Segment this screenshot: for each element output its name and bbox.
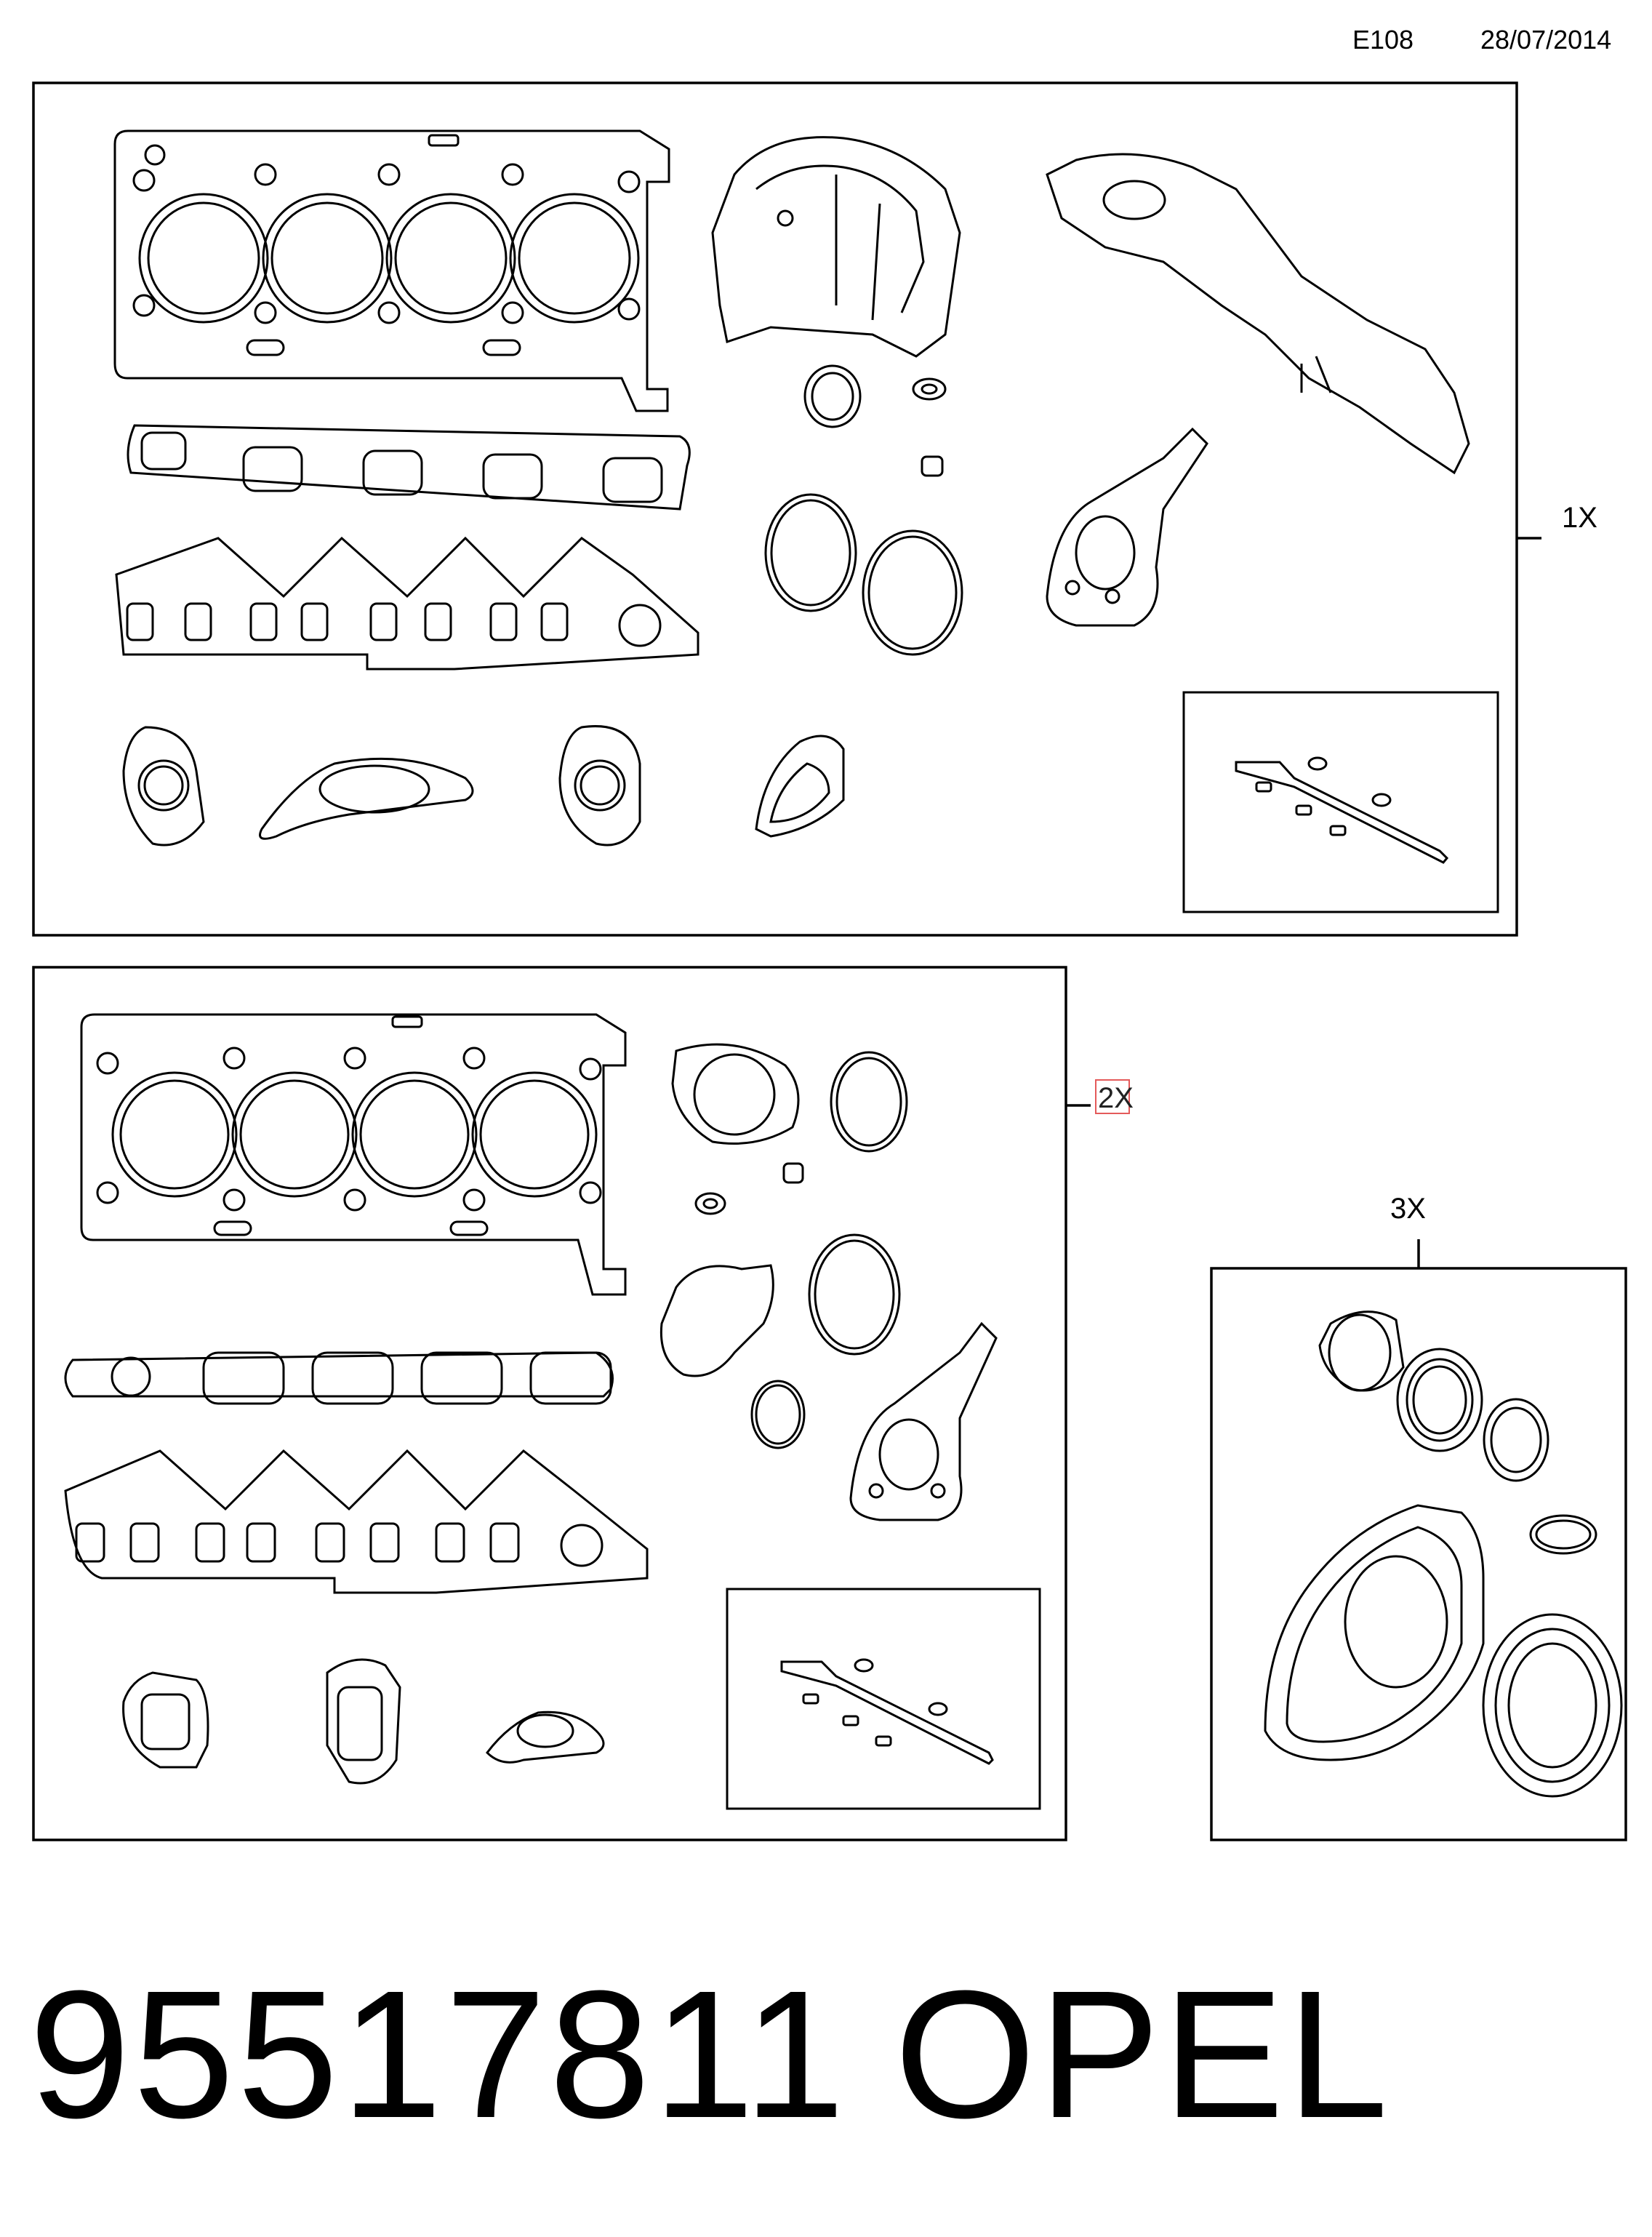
- cylinder-head-gasket-1: [113, 129, 670, 412]
- seal-rings-1: [764, 364, 963, 656]
- rear-main-seal-housing-3: [1264, 1504, 1623, 1798]
- group-2-frame: [32, 966, 1067, 1841]
- egr-gasket-2: [849, 1321, 998, 1521]
- group-2-quantity: 2X: [1098, 1082, 1134, 1114]
- exhaust-manifold-gasket-2: [64, 1351, 614, 1405]
- part-number: 95517811: [29, 1953, 848, 2156]
- cylinder-head-gasket-2: [80, 1013, 627, 1296]
- group-2-highlight-box: [1095, 1079, 1130, 1114]
- exhaust-manifold-gasket-1: [127, 424, 691, 511]
- seal-rings-2: [659, 1043, 908, 1449]
- intake-manifold-gasket-1: [115, 536, 699, 671]
- diagram-date: 28/07/2014: [1480, 25, 1612, 55]
- turbo-heat-shield-1: [711, 136, 961, 358]
- group-1-quantity: 1X: [1562, 502, 1597, 534]
- brand-name: OPEL: [894, 1953, 1391, 2156]
- valve-stem-seal-set-box-1: [1182, 691, 1499, 913]
- crankshaft-seals-3: [1318, 1310, 1597, 1555]
- egr-gasket-1: [1046, 427, 1208, 627]
- turbo-exhaust-gasket-1: [1046, 153, 1470, 475]
- group-1-frame: [32, 81, 1518, 937]
- valve-stem-seal-set-box-2: [726, 1588, 1041, 1810]
- intake-manifold-gasket-2: [64, 1449, 649, 1594]
- small-gaskets-2: [122, 1658, 605, 1785]
- small-gaskets-1: [122, 725, 845, 847]
- group-3-quantity: 3X: [1390, 1193, 1426, 1225]
- diagram-code: E108: [1352, 25, 1414, 55]
